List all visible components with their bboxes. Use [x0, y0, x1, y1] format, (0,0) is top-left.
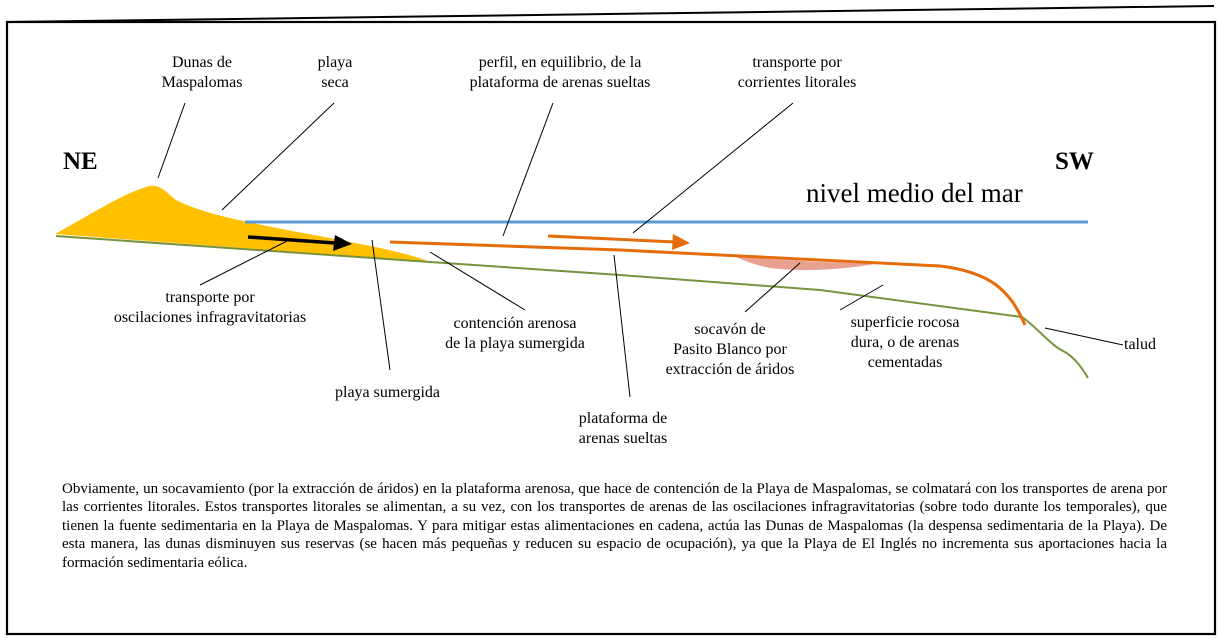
page-border [5, 20, 1217, 636]
sand-platform-profile [389, 240, 1027, 326]
explanation-paragraph: Obviamente, un socavamiento (por la extr… [62, 481, 1167, 571]
label-playa-sumergida: playa sumergida [335, 384, 441, 401]
label-talud: talud [1124, 336, 1156, 353]
sea-level-label: nivel medio del mar [806, 178, 1023, 208]
direction-ne: NE [63, 148, 98, 175]
leader-lines [157, 102, 1124, 398]
littoral-arrowhead [672, 234, 690, 250]
page-border-top [6, 5, 1215, 23]
scour-hole [735, 256, 875, 271]
direction-sw: SW [1055, 148, 1094, 175]
littoral-transport-arrow [547, 234, 676, 244]
infragravity-arrowhead [333, 235, 352, 251]
infragravity-transport-arrow [247, 235, 336, 245]
